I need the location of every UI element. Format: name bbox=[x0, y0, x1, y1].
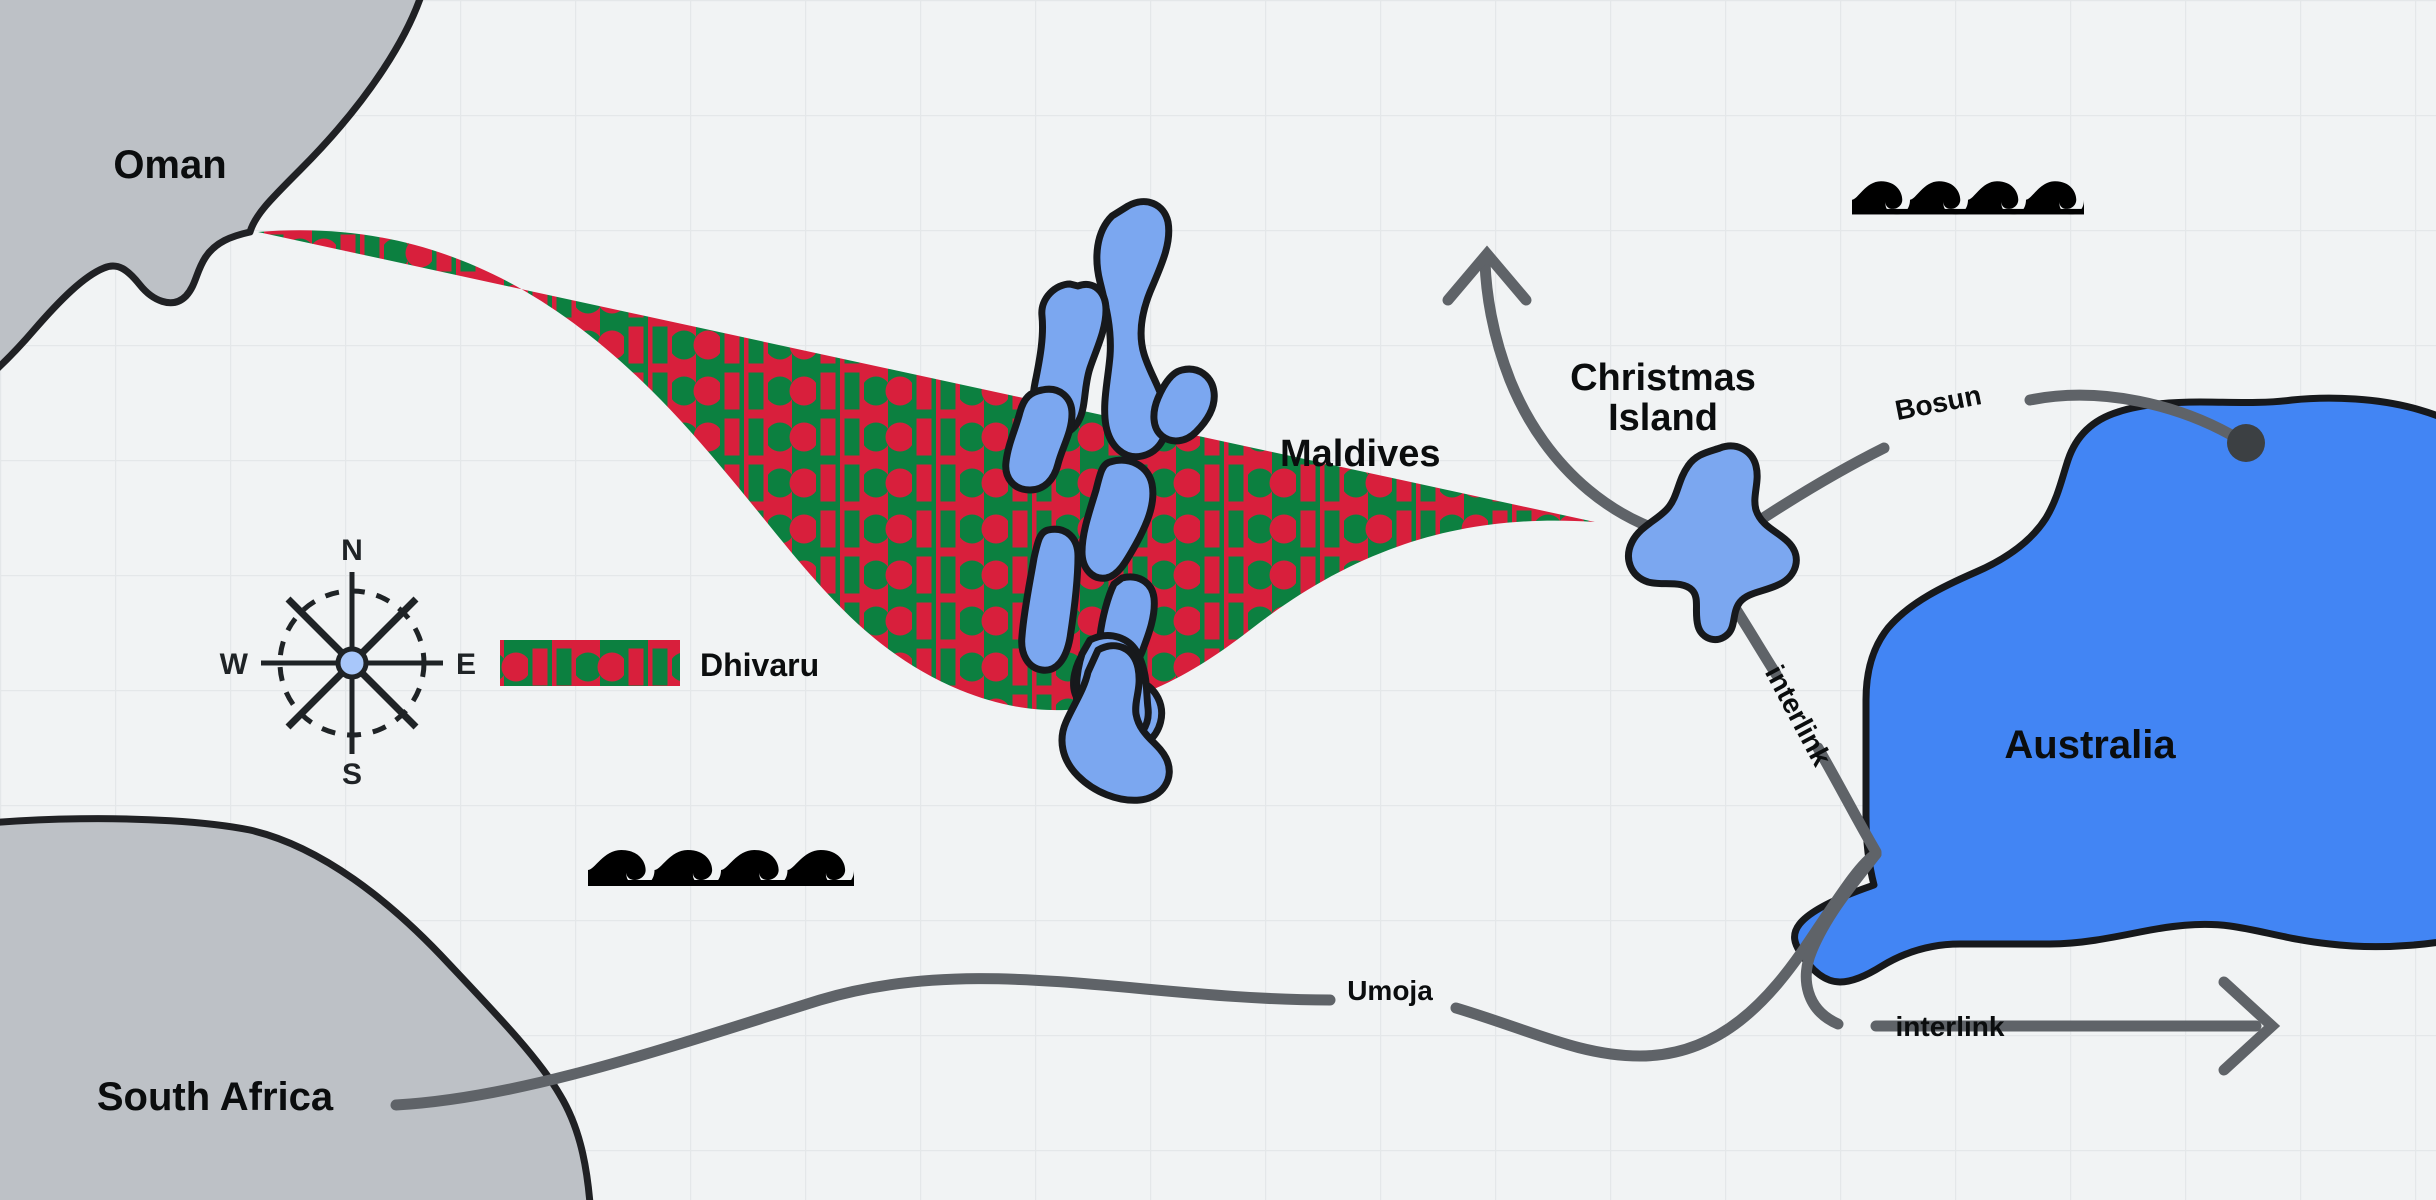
country-oman[interactable]: Oman bbox=[0, 0, 430, 412]
maldives-island-11 bbox=[1058, 642, 1173, 804]
compass-label-north: N bbox=[341, 534, 363, 567]
compass-center-dot bbox=[335, 646, 369, 680]
feature-christmas-island[interactable]: Christmas Island bbox=[1570, 357, 1800, 644]
eastbound-arrow-icon bbox=[2218, 976, 2281, 1076]
maldives-island-3 bbox=[1002, 385, 1076, 494]
cable-interlink-loop-path bbox=[1800, 848, 1882, 1030]
country-label-australia: Australia bbox=[2004, 723, 2176, 767]
maldives-island-5 bbox=[1078, 456, 1157, 582]
legend-label-dhivaru: Dhivaru bbox=[700, 647, 819, 683]
cable-bosun-east-segment bbox=[2024, 389, 2246, 446]
maldives-island-4 bbox=[1150, 365, 1218, 445]
legend-swatch-dhivaru bbox=[500, 640, 680, 686]
country-label-south-africa: South Africa bbox=[97, 1075, 334, 1119]
northbound-route-path bbox=[1479, 256, 1706, 546]
northbound-route[interactable] bbox=[1442, 245, 1706, 546]
compass-label-south: S bbox=[342, 758, 362, 791]
compass-label-east: E bbox=[456, 648, 476, 681]
northbound-arrow-icon bbox=[1442, 245, 1532, 306]
maldives-island-6 bbox=[1018, 525, 1082, 674]
legend-dhivaru[interactable]: Dhivaru bbox=[500, 640, 819, 686]
feature-label-christmas-island-line1: Christmas bbox=[1570, 357, 1756, 399]
compass-rose[interactable]: N E S W bbox=[220, 534, 476, 791]
feature-label-christmas-island-line2: Island bbox=[1608, 397, 1718, 439]
feature-label-maldives: Maldives bbox=[1280, 433, 1441, 475]
compass-label-west: W bbox=[220, 648, 249, 681]
feature-maldives[interactable]: Maldives bbox=[1002, 198, 1441, 804]
cable-interlink-horizontal[interactable]: interlink bbox=[1870, 976, 2281, 1076]
oman-shape bbox=[0, 0, 424, 371]
cable-label-umoja: Umoja bbox=[1347, 975, 1433, 1006]
country-label-oman: Oman bbox=[113, 143, 226, 187]
cable-interlink-loop[interactable] bbox=[1800, 848, 1882, 1030]
cable-umoja-west-segment bbox=[390, 973, 1336, 1111]
cable-label-interlink-horizontal: interlink bbox=[1896, 1011, 2005, 1042]
landing-point-bosun-australia[interactable] bbox=[2227, 424, 2265, 462]
cable-interlink-diagonal-lower bbox=[1812, 742, 1882, 858]
christmas-island-shape bbox=[1625, 442, 1800, 644]
